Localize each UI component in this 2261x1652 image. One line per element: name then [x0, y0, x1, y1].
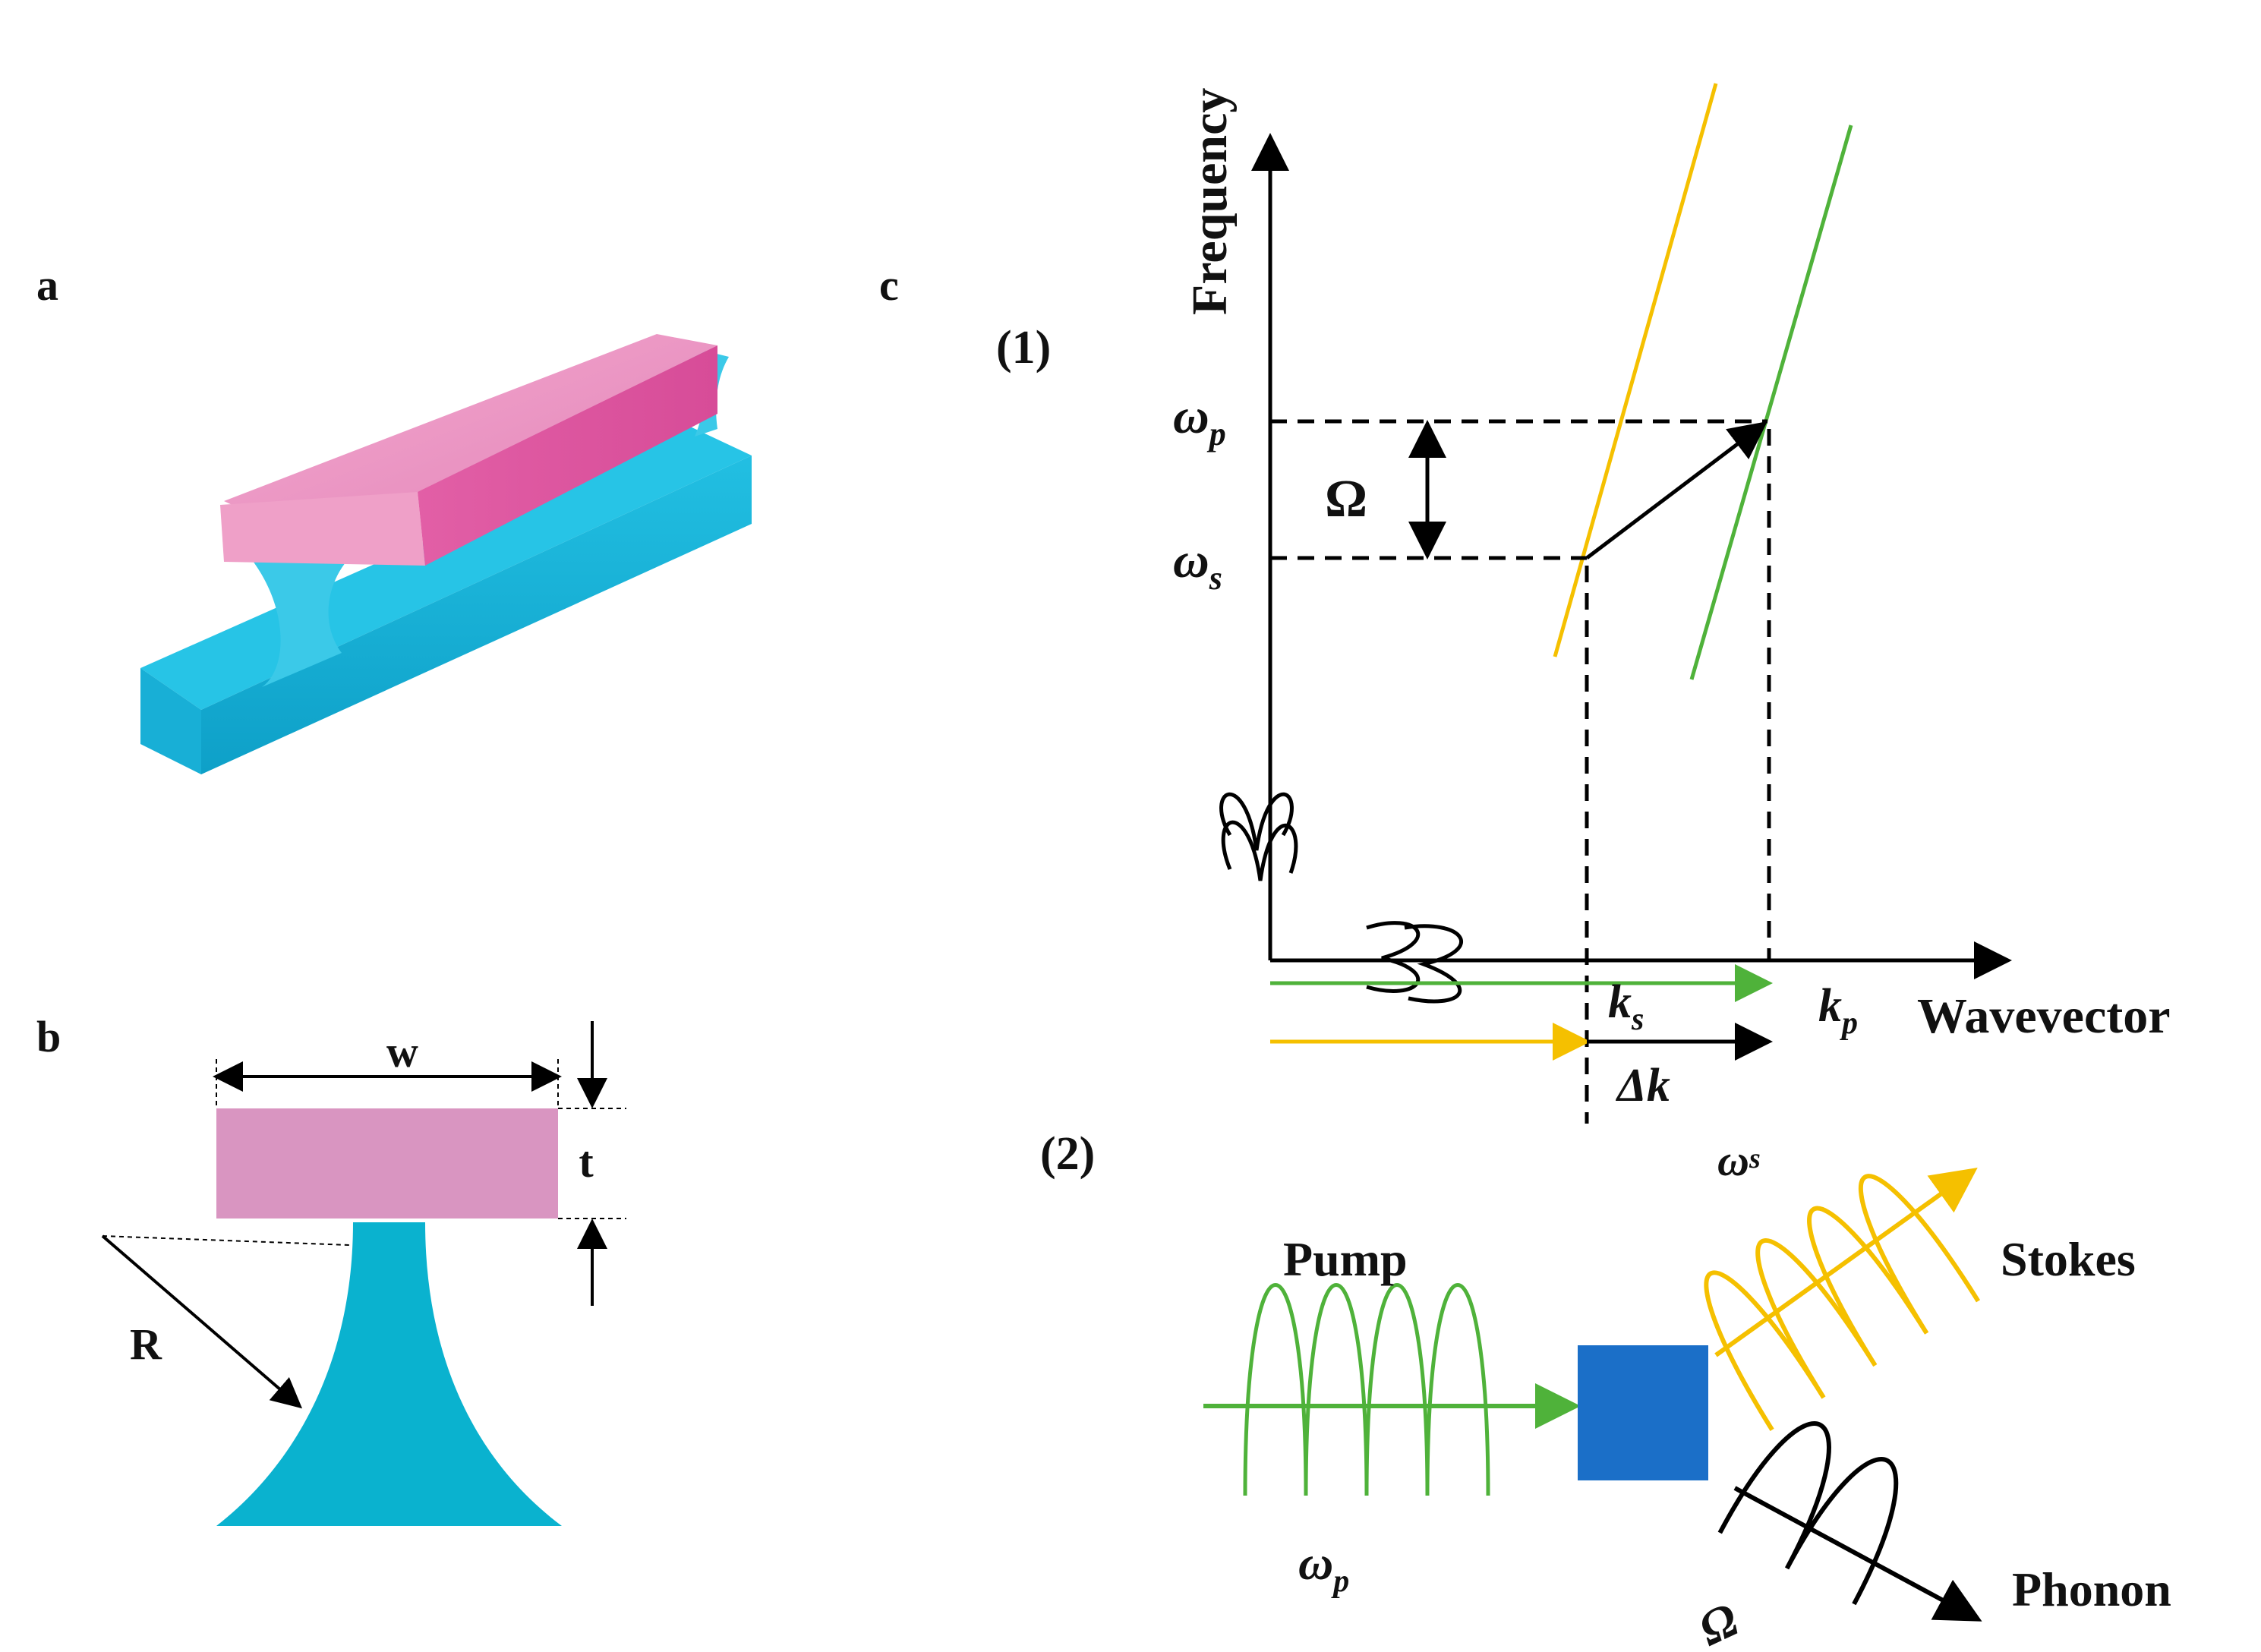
Omega-label: Ω — [1325, 470, 1367, 528]
thickness-label: t — [579, 1137, 594, 1187]
width-label: w — [386, 1027, 418, 1077]
membrane-cross-section — [216, 1108, 558, 1219]
stokes-omega-label: ωs — [1717, 1136, 1761, 1185]
radius-label: R — [130, 1319, 162, 1369]
y-axis-label: Frequency — [1182, 88, 1238, 315]
scattering-process: Pump ωp Stokes ωs Phonon Ω — [1203, 1136, 2171, 1652]
y-axis-break-mark-2 — [1221, 820, 1298, 881]
pedestal-3d — [251, 550, 357, 687]
cross-section: w t R — [101, 1021, 626, 1526]
x-axis-label: Wavevector — [1917, 988, 2171, 1044]
membrane-side-face — [418, 345, 717, 566]
panel-label-c1: (1) — [996, 322, 1051, 374]
panel-label-c2: (2) — [1040, 1128, 1095, 1180]
phonon-vector-arrow — [1585, 421, 1767, 560]
stokes-dispersion-line — [1553, 83, 1718, 657]
x-axis-break-mark-2 — [1404, 924, 1463, 1004]
phonon-arrow — [1733, 1486, 1982, 1622]
substrate-front-face — [140, 668, 201, 774]
pump-wave — [1243, 1283, 1490, 1496]
pump-omega-label: ωp — [1298, 1536, 1349, 1599]
stokes-arrow — [1714, 1168, 1978, 1357]
panel-label-c: c — [879, 260, 899, 310]
radius-guide — [102, 1235, 350, 1246]
x-axis-break-mark — [1366, 921, 1421, 993]
delta-k-label: Δk — [1615, 1060, 1670, 1111]
kp-label: kp — [1818, 980, 1858, 1041]
dispersion-diagram: Frequency Wavevector ωp ωs Ω ks kp Δk — [1173, 83, 2171, 1124]
ks-label: ks — [1608, 976, 1644, 1037]
stokes-label: Stokes — [2001, 1232, 2136, 1286]
pump-label: Pump — [1283, 1232, 1408, 1286]
stokes-wave — [1704, 1174, 1981, 1431]
panel-label-a: a — [36, 260, 58, 310]
radius-arrow — [101, 1234, 303, 1409]
y-axis-break-mark — [1219, 792, 1294, 851]
phonon-label: Phonon — [2012, 1562, 2171, 1616]
panel-label-b: b — [36, 1012, 61, 1061]
scattering-medium — [1578, 1345, 1708, 1480]
substrate-side-face — [201, 456, 752, 774]
membrane-front-face — [220, 492, 425, 566]
pump-dispersion-line — [1689, 125, 1853, 680]
membrane-top-face — [224, 334, 717, 531]
omega-s-label: ωs — [1173, 533, 1222, 597]
omega-p-label: ωp — [1173, 389, 1226, 452]
phonon-Omega-label: Ω — [1691, 1592, 1746, 1652]
pedestal-cross-section — [216, 1222, 562, 1526]
phonon-wave — [1717, 1421, 1899, 1606]
waveguide-3d — [140, 334, 752, 774]
